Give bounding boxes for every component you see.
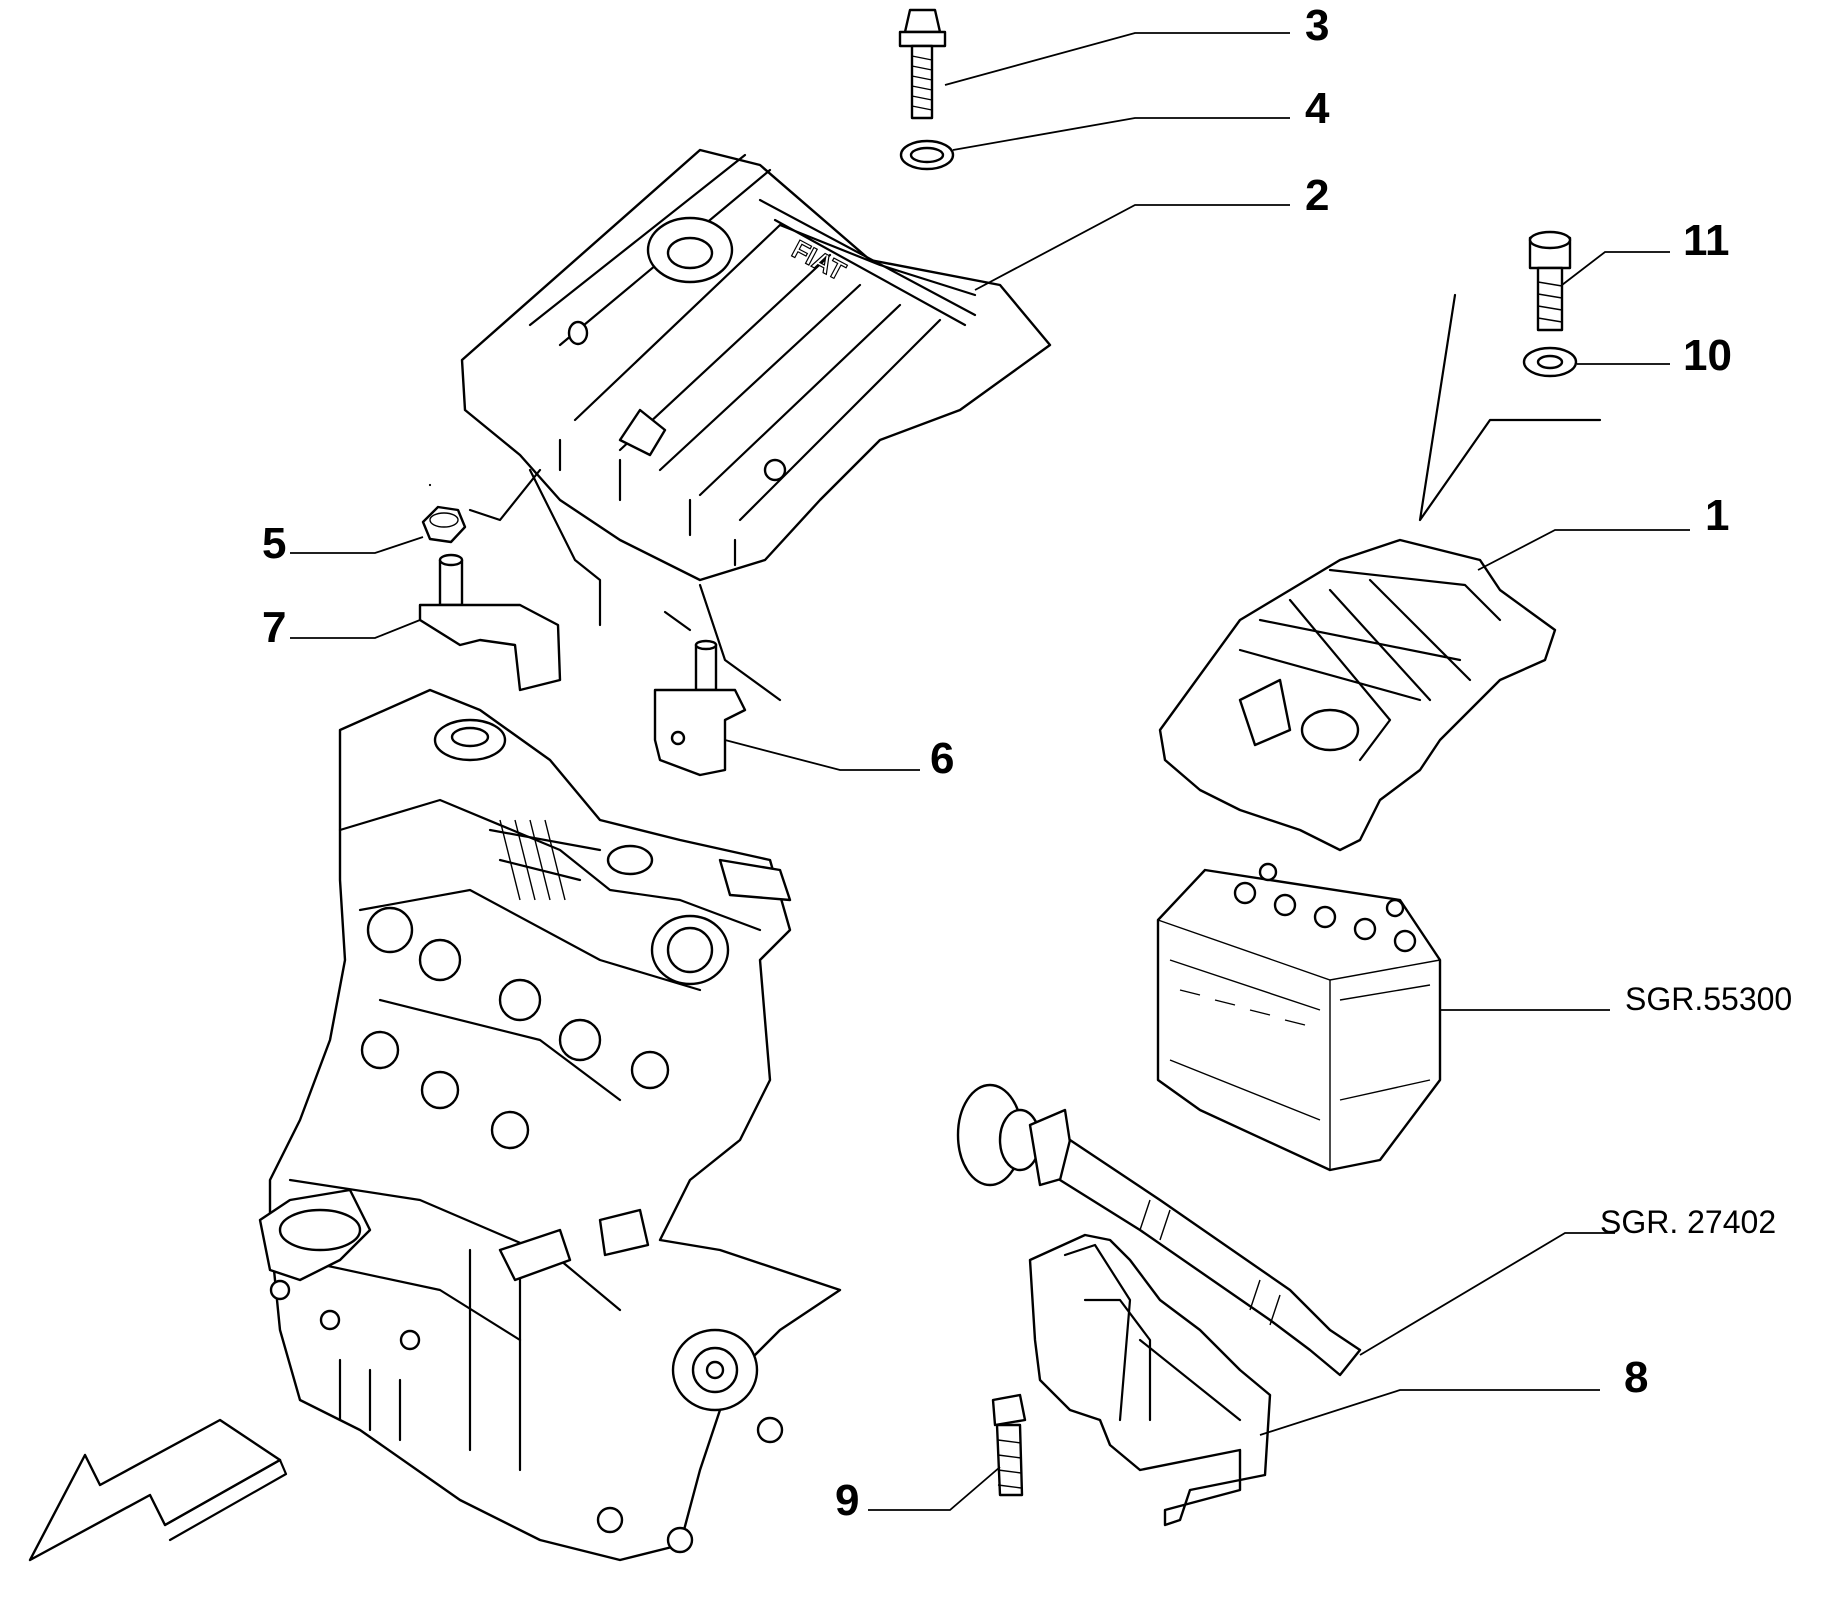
engine-block — [258, 688, 842, 1562]
leader-2 — [974, 204, 1290, 291]
leader-3 — [944, 32, 1290, 86]
callout-2: 2 — [1305, 171, 1329, 220]
heat-shield-8 — [1028, 1233, 1272, 1527]
washer-4 — [899, 139, 955, 171]
callout-8: 8 — [1624, 1353, 1648, 1402]
bolt-11 — [1528, 230, 1572, 332]
leader-5 — [290, 536, 424, 554]
callout-1: 1 — [1705, 491, 1729, 540]
callout-9: 9 — [835, 1476, 859, 1525]
bracket-7 — [418, 553, 562, 692]
callout-7: 7 — [262, 603, 286, 652]
leader-9 — [868, 1466, 1001, 1511]
leader-7 — [290, 619, 421, 639]
engine-cover-small — [1158, 293, 1602, 852]
callout-6: 6 — [930, 734, 954, 783]
bolt-3 — [898, 8, 947, 120]
leader-1 — [1477, 529, 1690, 571]
callout-5: 5 — [262, 519, 286, 568]
callout-10: 10 — [1683, 331, 1732, 380]
callout-4: 4 — [1305, 84, 1330, 133]
leader-11 — [1561, 251, 1670, 286]
callout-11: 11 — [1683, 216, 1730, 265]
driveshaft — [956, 1083, 1362, 1377]
leader-8 — [1259, 1389, 1600, 1436]
engine-cover-large: FIAT — [460, 148, 1052, 582]
battery — [1156, 862, 1442, 1172]
nut-5 — [421, 505, 467, 544]
ref-battery: SGR.55300 — [1625, 981, 1792, 1017]
leader-4 — [952, 117, 1290, 151]
ref-driveshaft: SGR. 27402 — [1600, 1204, 1776, 1240]
leader-sgr27402 — [1359, 1232, 1615, 1356]
leader-6 — [724, 739, 920, 771]
callout-3: 3 — [1305, 1, 1329, 50]
washer-10 — [1522, 346, 1578, 378]
bracket-6 — [653, 639, 747, 777]
direction-arrow — [28, 1418, 288, 1562]
bolt-9 — [991, 1393, 1027, 1497]
